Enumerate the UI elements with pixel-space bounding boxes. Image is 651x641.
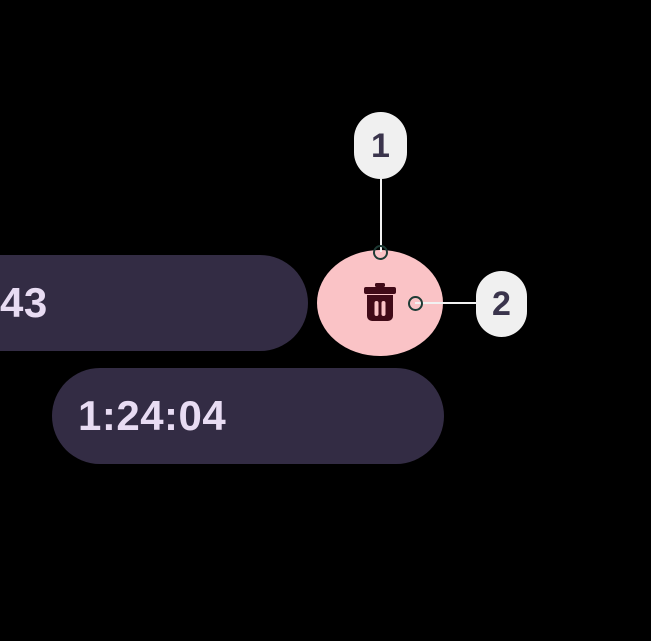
annotation-badge-1[interactable]: 1 [354, 112, 407, 179]
annotation-anchor-1 [373, 245, 388, 260]
annotation-connector-1 [380, 176, 382, 252]
duration-pill-top[interactable]: 43 [0, 255, 308, 351]
annotation-anchor-2 [408, 296, 423, 311]
duration-pill-bottom-label: 1:24:04 [78, 392, 227, 439]
annotation-connector-2 [415, 302, 479, 304]
duration-pill-top-label: 43 [0, 279, 48, 326]
trash-icon [362, 283, 398, 323]
annotation-badge-2[interactable]: 2 [476, 271, 527, 337]
duration-pill-bottom[interactable]: 1:24:04 [52, 368, 444, 464]
